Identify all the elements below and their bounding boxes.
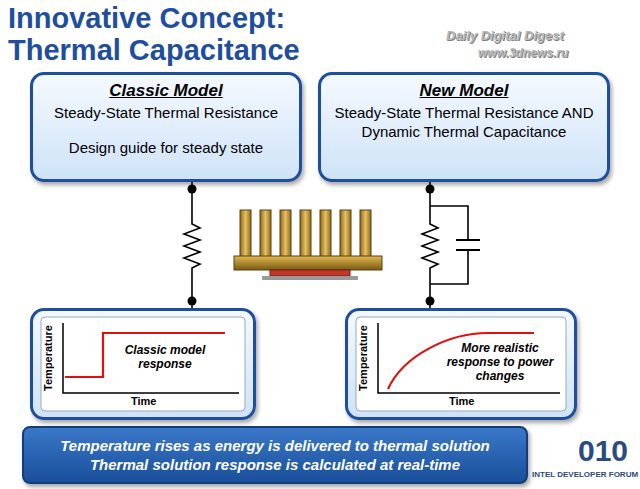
package-substrate — [262, 276, 358, 280]
heatsink-fins — [240, 210, 371, 257]
model-box: Classic ModelSteady-State Thermal Resist… — [30, 72, 302, 182]
summary-line: Temperature rises as energy is delivered… — [60, 436, 490, 455]
summary-line: Thermal solution response is calculated … — [90, 455, 460, 474]
resistor-symbol — [422, 216, 438, 278]
resistor-gap — [418, 216, 442, 278]
axis-label: Time — [449, 395, 474, 407]
box-heading: Classic Model — [109, 81, 222, 101]
box-body: Steady-State Thermal Resistance — [54, 103, 278, 122]
curve-label: Classic model response — [115, 343, 215, 371]
heatsink-fin — [360, 210, 371, 257]
watermark-url: www.3dnews.ru — [478, 46, 568, 60]
curve-label: More realistic response to power changes — [440, 341, 560, 383]
heatsink-fin — [260, 210, 271, 257]
heatsink-fin — [280, 210, 291, 257]
axis-label: Time — [131, 395, 156, 407]
heat-spreader — [270, 270, 350, 276]
box-heading: New Model — [420, 81, 509, 101]
graph-panel: Temperature Classic model responseTime — [30, 308, 256, 420]
capacitor-wire — [430, 250, 468, 284]
heatsink-fin — [340, 210, 351, 257]
slide-title: Innovative Concept: Thermal Capacitance — [8, 2, 368, 66]
capacitor-symbol — [456, 249, 480, 251]
capacitor-symbol — [456, 239, 480, 241]
heatsink-base — [234, 256, 382, 270]
axis-label: Temperature — [357, 325, 369, 391]
watermark: Daily Digital Digest — [446, 28, 564, 43]
capacitor-wire — [430, 206, 468, 240]
summary-band: Temperature rises as energy is delivered… — [22, 426, 528, 484]
graph-panel: Temperature More realistic response to po… — [345, 308, 577, 420]
heatsink-fin — [240, 210, 251, 257]
model-box: New ModelSteady-State Thermal Resistance… — [318, 72, 610, 182]
heatsink-fin — [320, 210, 331, 257]
resistor-symbol — [184, 216, 200, 278]
axis-label: Temperature — [42, 325, 54, 391]
resistor-gap — [180, 216, 204, 278]
event-name: INTEL DEVELOPER FORUM — [532, 470, 638, 479]
event-logo: 010 — [578, 434, 628, 468]
heatsink-fin — [300, 210, 311, 257]
box-body: Design guide for steady state — [69, 138, 263, 157]
box-body: Steady-State Thermal Resistance AND Dyna… — [329, 103, 599, 141]
